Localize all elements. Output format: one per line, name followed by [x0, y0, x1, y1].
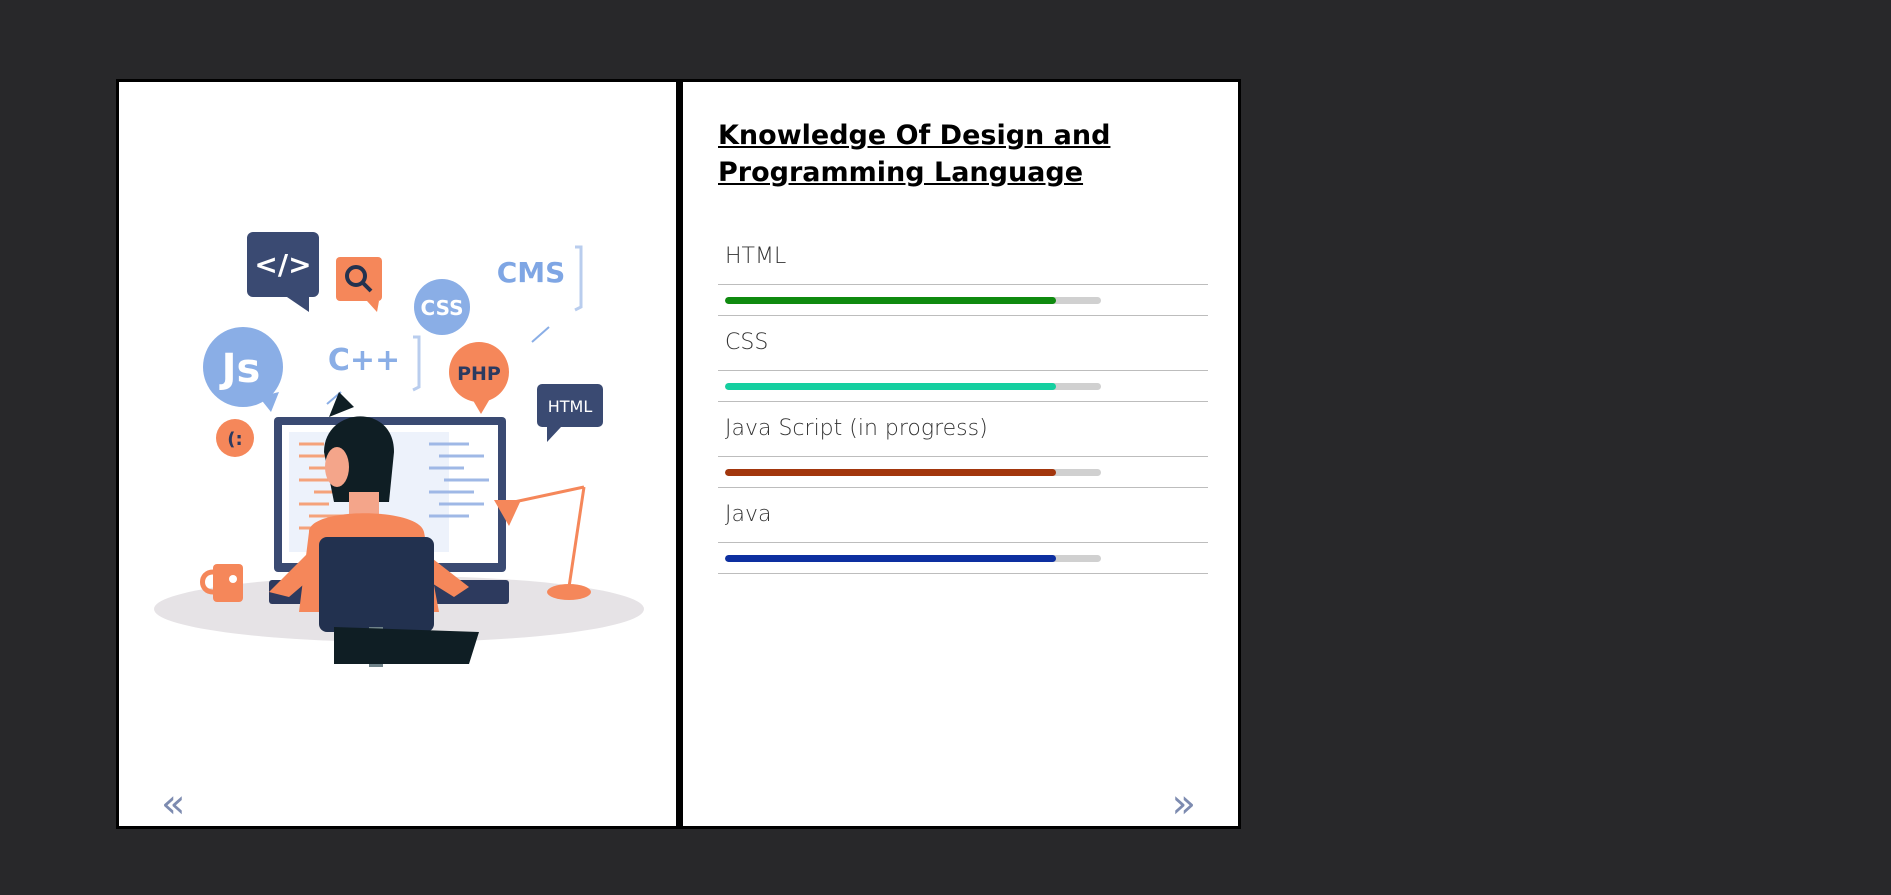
skill-progress-track [725, 555, 1101, 562]
cms-bubble-label: CMS [497, 256, 566, 289]
skill-name: Java [725, 502, 772, 527]
page-title: Knowledge Of Design and Programming Lang… [718, 120, 1111, 188]
html-bubble-icon: HTML [537, 384, 603, 442]
mug-icon [200, 564, 243, 602]
cms-bubble-icon: CMS [497, 245, 583, 343]
lamp-icon [494, 485, 591, 600]
cpp-bubble-icon: C++ [326, 335, 421, 405]
js-bubble-label: Js [219, 346, 261, 392]
divider [718, 487, 1208, 488]
skill-progress-fill [725, 555, 1056, 562]
book: </> CSS CMS [116, 79, 1241, 829]
smiley-bubble-icon: (: [216, 419, 254, 457]
right-page: Knowledge Of Design and Programming Lang… [683, 82, 1238, 826]
skill-progress-track [725, 297, 1101, 304]
divider [718, 456, 1208, 457]
html-bubble-label: HTML [548, 397, 593, 416]
skill-progress-track [725, 469, 1101, 476]
css-bubble-icon: CSS [414, 279, 470, 335]
left-page: </> CSS CMS [119, 82, 676, 826]
skill-name: Java Script (in progress) [725, 416, 988, 441]
prev-page-button[interactable]: « [161, 781, 186, 827]
skill-name: CSS [725, 330, 769, 355]
next-page-button[interactable]: » [1171, 781, 1196, 827]
skill-progress-fill [725, 469, 1056, 476]
code-bubble-label: </> [254, 248, 311, 281]
js-bubble-icon: Js [203, 327, 283, 412]
divider [718, 542, 1208, 543]
divider [718, 401, 1208, 402]
skill-progress-fill [725, 383, 1056, 390]
divider [718, 370, 1208, 371]
skills-list: HTML CSS Java Script (in progress) [718, 242, 1208, 586]
skill-item: HTML [718, 242, 1208, 328]
php-bubble-label: PHP [457, 363, 501, 385]
php-bubble-icon: PHP [449, 342, 509, 414]
smiley-bubble-label: (: [227, 429, 242, 450]
divider [718, 284, 1208, 285]
developer-illustration: </> CSS CMS [154, 232, 644, 667]
cpp-bubble-label: C++ [328, 343, 400, 378]
skill-name: HTML [725, 244, 787, 269]
developer-person [269, 392, 479, 667]
code-bubble-icon: </> [247, 232, 319, 312]
skill-progress-track [725, 383, 1101, 390]
magnifier-icon [336, 257, 382, 312]
skill-item: Java Script (in progress) [718, 414, 1208, 500]
skill-item: Java [718, 500, 1208, 586]
css-bubble-label: CSS [421, 296, 464, 320]
divider [718, 315, 1208, 316]
divider [718, 573, 1208, 574]
skill-progress-fill [725, 297, 1056, 304]
skill-item: CSS [718, 328, 1208, 414]
